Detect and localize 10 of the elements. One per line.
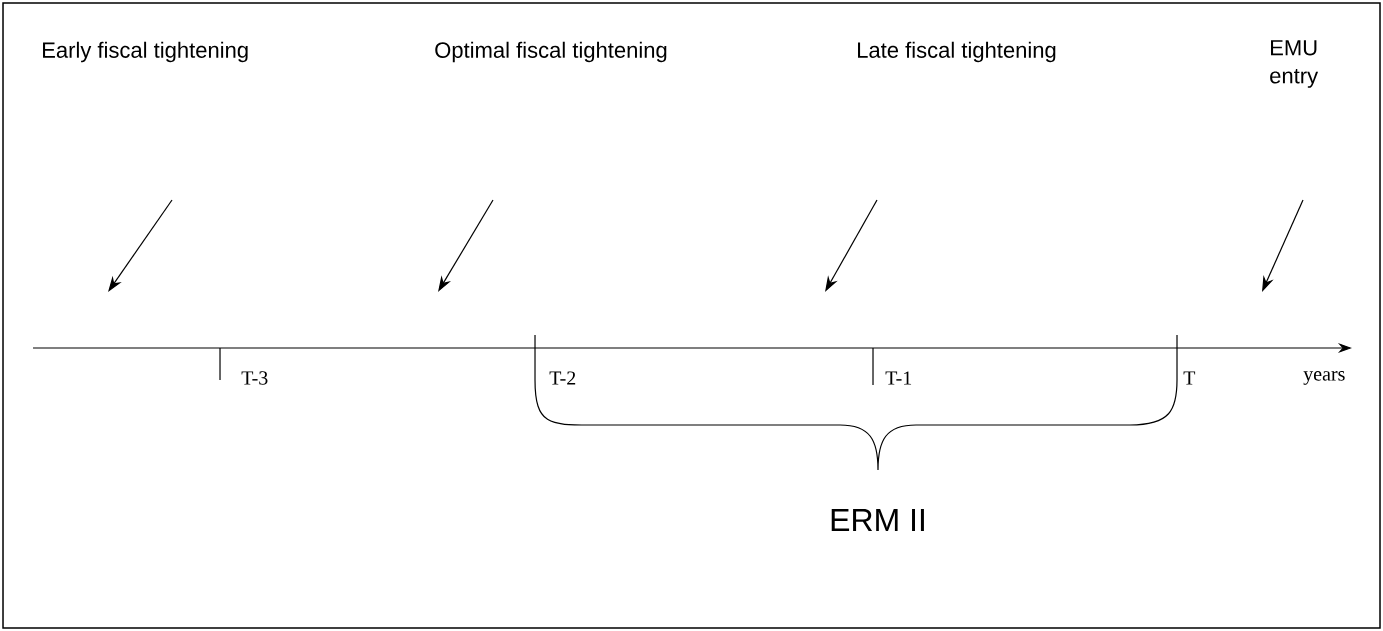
annotation-text: EMU entry	[1270, 40, 1319, 88]
annotation-text: Optimal fiscal tightening	[435, 41, 667, 63]
tick-label: years	[1303, 371, 1345, 385]
tick-label: T	[1183, 371, 1196, 385]
annotation-text: Late fiscal tightening	[858, 41, 1056, 63]
brace-label: ERM II	[831, 509, 924, 531]
tick-label: T-1	[885, 371, 912, 385]
annotation-text: Early fiscal tightening	[43, 41, 248, 63]
tick-label: T-3	[241, 371, 268, 385]
tick-label: T-2	[549, 371, 576, 385]
